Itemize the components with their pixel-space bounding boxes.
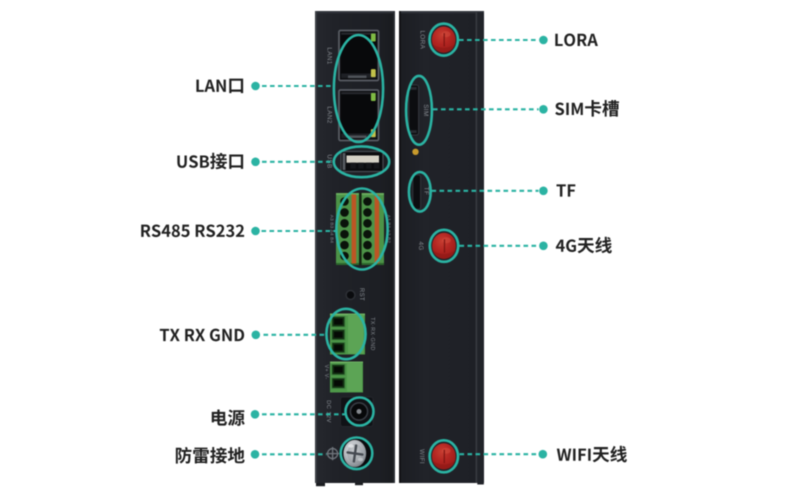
svg-text:SIM: SIM xyxy=(422,104,429,116)
svg-text:RST: RST xyxy=(358,288,364,301)
svg-text:LAN1: LAN1 xyxy=(325,47,332,64)
svg-text:A3 B3 A4 B4: A3 B3 A4 B4 xyxy=(329,215,334,243)
svg-text:TF: TF xyxy=(422,187,429,196)
svg-text:LAN2: LAN2 xyxy=(325,106,332,123)
svg-text:TX·RX·GND: TX·RX·GND xyxy=(369,317,375,351)
svg-text:WIFI: WIFI xyxy=(418,449,425,464)
svg-text:LORA: LORA xyxy=(418,31,425,50)
svg-text:4G: 4G xyxy=(417,241,424,250)
svg-text:DC 12V: DC 12V xyxy=(325,400,331,423)
svg-text:V+ V-: V+ V- xyxy=(323,365,329,380)
